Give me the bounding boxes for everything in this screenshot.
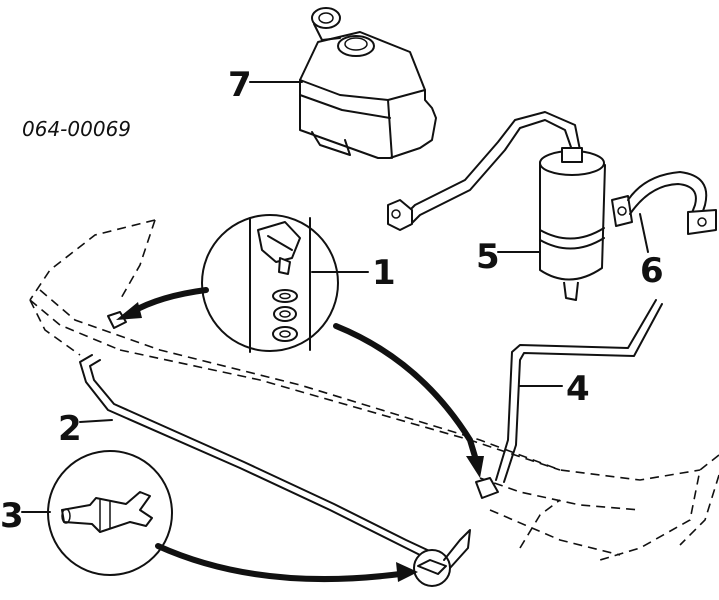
svg-text:4: 4 <box>566 369 590 409</box>
callout-2: 2 <box>58 409 113 449</box>
arrow-to-right-nozzle <box>333 323 484 478</box>
svg-text:6: 6 <box>640 251 664 291</box>
nozzle-detail <box>201 214 339 353</box>
washer-pump <box>387 111 606 301</box>
svg-text:1: 1 <box>372 253 396 293</box>
bumper-outline <box>29 219 719 561</box>
callout-6: 6 <box>639 213 664 291</box>
callout-3: 3 <box>0 496 51 536</box>
washer-reservoir <box>299 7 437 159</box>
svg-text:5: 5 <box>476 237 500 277</box>
arrow-to-hose-connector <box>155 543 418 582</box>
callout-4: 4 <box>519 369 590 409</box>
hose-tube-4 <box>495 299 663 483</box>
hose-tube-2 <box>79 354 437 561</box>
callout-7: 7 <box>228 65 303 105</box>
part-code: 064-00069 <box>22 117 131 141</box>
callout-1: 1 <box>311 253 396 293</box>
hose-connector-small <box>413 529 471 587</box>
connector-detail <box>47 450 173 576</box>
right-nozzle <box>475 477 499 499</box>
svg-text:7: 7 <box>228 65 252 105</box>
svg-text:3: 3 <box>0 496 24 536</box>
callout-5: 5 <box>476 237 541 277</box>
pump-bracket <box>611 171 717 235</box>
arrow-to-left-nozzle <box>116 287 209 320</box>
svg-text:2: 2 <box>58 409 82 449</box>
